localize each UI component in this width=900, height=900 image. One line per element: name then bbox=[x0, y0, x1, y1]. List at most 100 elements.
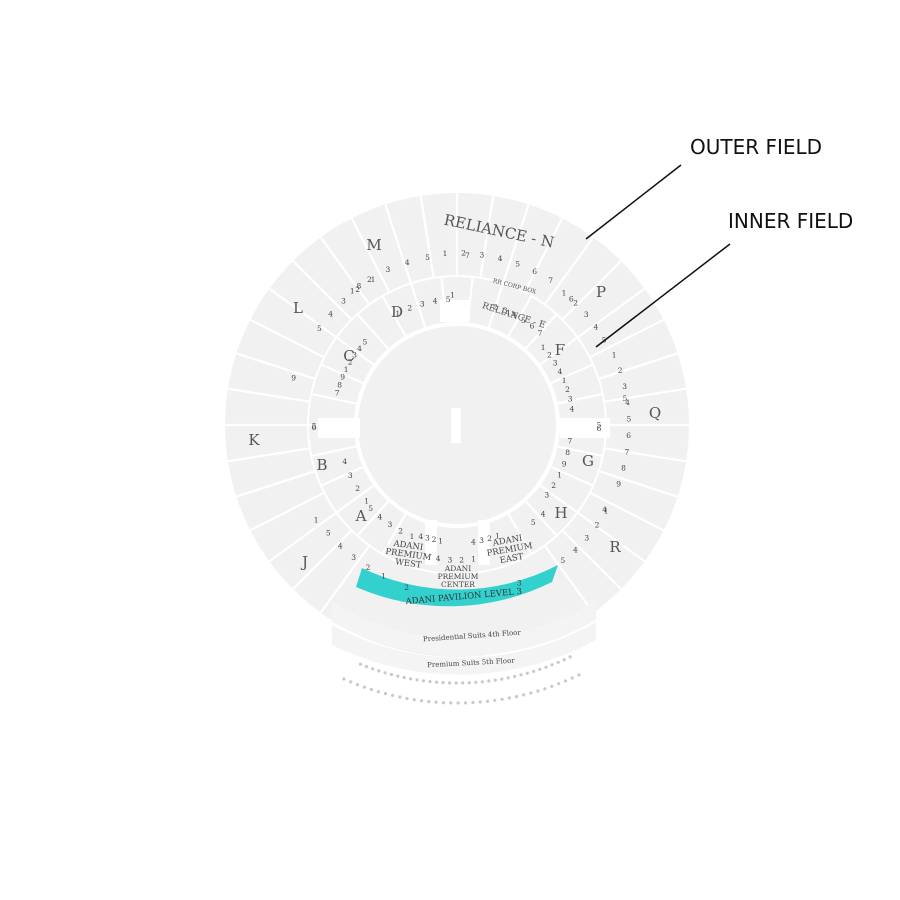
suite-box-marker[interactable] bbox=[500, 677, 504, 681]
row-number-n-outer: 1 bbox=[443, 249, 448, 258]
suite-box-marker[interactable] bbox=[342, 677, 346, 681]
suite-box-marker[interactable] bbox=[456, 701, 460, 705]
row-number-c-inner: 2 bbox=[348, 358, 353, 367]
row-number-r-outer: 2 bbox=[595, 520, 600, 529]
row-number-e-inner: 7 bbox=[538, 328, 543, 337]
suite-box-marker[interactable] bbox=[461, 681, 465, 685]
presidential-suites-band[interactable] bbox=[332, 600, 596, 656]
suite-box-marker[interactable] bbox=[412, 698, 416, 702]
row-number-b-inner: 4 bbox=[342, 457, 347, 466]
suite-box-marker[interactable] bbox=[441, 681, 445, 685]
suite-box-marker[interactable] bbox=[383, 671, 387, 675]
adani-premium-west[interactable]: ADANI PREMIUM WEST bbox=[385, 539, 432, 571]
suite-box-marker[interactable] bbox=[391, 693, 395, 698]
suite-box-marker[interactable] bbox=[514, 695, 519, 699]
suite-box-marker[interactable] bbox=[355, 683, 360, 687]
stand-f[interactable]: F bbox=[555, 341, 565, 359]
suite-box-marker[interactable] bbox=[500, 697, 504, 701]
suite-box-marker[interactable] bbox=[402, 675, 406, 680]
suite-box-marker[interactable] bbox=[448, 681, 452, 685]
adani-premium-center[interactable]: ADANI PREMIUM CENTER bbox=[438, 564, 479, 589]
stand-h[interactable]: H bbox=[554, 504, 567, 522]
suite-box-marker[interactable] bbox=[550, 684, 554, 688]
suite-box-marker[interactable] bbox=[493, 698, 497, 703]
suite-box-marker[interactable] bbox=[398, 695, 402, 699]
suite-box-marker[interactable] bbox=[557, 682, 561, 686]
stand-j[interactable]: J bbox=[300, 553, 308, 571]
suite-box-marker[interactable] bbox=[538, 667, 542, 671]
suite-box-marker[interactable] bbox=[376, 690, 380, 694]
suite-box-marker[interactable] bbox=[562, 658, 566, 662]
suite-box-marker[interactable] bbox=[493, 678, 497, 682]
suite-box-marker[interactable] bbox=[563, 679, 568, 683]
suite-box-marker[interactable] bbox=[556, 660, 560, 664]
stand-l[interactable]: L bbox=[293, 299, 303, 317]
suite-box-marker[interactable] bbox=[364, 665, 369, 669]
row-number-prem-east: 4 bbox=[471, 537, 476, 546]
suite-box-marker[interactable] bbox=[478, 700, 482, 704]
stand-b[interactable]: B bbox=[316, 456, 327, 474]
suite-box-marker[interactable] bbox=[525, 671, 529, 675]
stand-c[interactable]: C bbox=[343, 347, 354, 365]
stand-a[interactable]: A bbox=[355, 507, 367, 525]
stand-m[interactable]: M bbox=[366, 236, 381, 254]
suite-box-marker[interactable] bbox=[428, 680, 432, 684]
suite-box-marker[interactable] bbox=[396, 674, 400, 678]
stand-p[interactable]: P bbox=[596, 283, 606, 301]
suite-box-marker[interactable] bbox=[487, 679, 491, 683]
inner-block-separator bbox=[357, 500, 389, 536]
suite-box-marker[interactable] bbox=[371, 667, 375, 671]
stand-k[interactable]: K bbox=[248, 431, 260, 449]
stand-q[interactable]: Q bbox=[649, 404, 661, 422]
suite-box-marker[interactable] bbox=[369, 687, 373, 692]
suite-box-marker[interactable] bbox=[427, 700, 431, 704]
row-number-g-inner: 1 bbox=[557, 471, 562, 480]
suite-box-marker[interactable] bbox=[485, 699, 490, 703]
block-separators bbox=[225, 193, 689, 614]
row-number-k-outer: 9 bbox=[291, 374, 296, 383]
suite-box-marker[interactable] bbox=[377, 669, 381, 673]
suite-box-marker[interactable] bbox=[577, 673, 581, 677]
suite-box-marker[interactable] bbox=[536, 689, 540, 693]
adani-pavilion-level-3[interactable] bbox=[356, 565, 558, 607]
inner-block-separator bbox=[525, 500, 557, 536]
suite-box-marker[interactable] bbox=[550, 663, 554, 667]
suite-box-marker[interactable] bbox=[519, 673, 523, 677]
suite-box-marker[interactable] bbox=[467, 681, 471, 685]
suite-box-marker[interactable] bbox=[543, 687, 547, 691]
suite-box-marker[interactable] bbox=[358, 662, 362, 666]
suite-box-marker[interactable] bbox=[449, 701, 453, 705]
outer-block-separator bbox=[562, 530, 622, 590]
suite-box-marker[interactable] bbox=[471, 700, 475, 705]
suite-box-marker[interactable] bbox=[474, 680, 478, 684]
suite-box-marker[interactable] bbox=[480, 680, 484, 684]
suite-box-marker[interactable] bbox=[463, 701, 468, 705]
suite-box-marker[interactable] bbox=[419, 699, 424, 703]
suite-box-marker[interactable] bbox=[349, 680, 353, 684]
suite-box-marker[interactable] bbox=[507, 696, 511, 700]
suite-box-marker[interactable] bbox=[532, 669, 536, 674]
suite-box-marker[interactable] bbox=[570, 676, 574, 680]
suite-box-marker[interactable] bbox=[362, 685, 366, 689]
suite-box-marker[interactable] bbox=[513, 674, 517, 679]
stand-r[interactable]: R bbox=[609, 538, 621, 556]
suite-box-marker[interactable] bbox=[435, 680, 439, 684]
suite-box-marker[interactable] bbox=[568, 655, 572, 659]
suite-box-marker[interactable] bbox=[405, 696, 409, 701]
suite-box-marker[interactable] bbox=[506, 676, 510, 680]
suite-box-marker[interactable] bbox=[544, 665, 548, 669]
suite-box-marker[interactable] bbox=[434, 700, 438, 704]
suite-box-marker[interactable] bbox=[529, 691, 533, 695]
suite-box-marker[interactable] bbox=[409, 677, 413, 681]
suite-box-marker[interactable] bbox=[389, 672, 393, 677]
suite-box-marker[interactable] bbox=[441, 701, 446, 705]
suite-box-marker[interactable] bbox=[454, 681, 458, 685]
premium-suites-band[interactable] bbox=[332, 622, 596, 675]
suite-box-marker[interactable] bbox=[522, 693, 526, 697]
suite-box-marker[interactable] bbox=[421, 679, 426, 683]
suite-box-marker[interactable] bbox=[415, 678, 419, 682]
suite-box-marker[interactable] bbox=[383, 692, 388, 696]
adani-premium-east[interactable]: ADANI PREMIUM EAST bbox=[486, 534, 534, 567]
stand-g[interactable]: G bbox=[582, 452, 594, 470]
stand-d[interactable]: D bbox=[391, 303, 403, 321]
